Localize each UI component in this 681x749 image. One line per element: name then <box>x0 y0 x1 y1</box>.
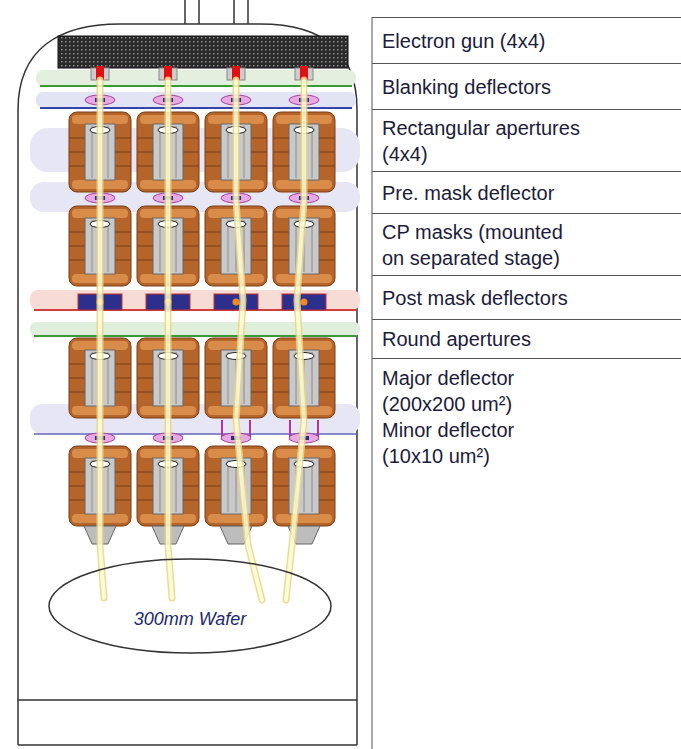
pipe-wall <box>233 0 235 24</box>
green-plate <box>30 322 360 336</box>
legend-row-box: Pre. mask deflector <box>372 171 681 213</box>
stage-base <box>18 699 357 701</box>
stage-base <box>18 744 357 746</box>
legend-row-box: Electron gun (4x4) <box>372 17 681 63</box>
part-label: Pre. mask deflector <box>382 180 662 206</box>
part-label: CP masks (mounted on separated stage) <box>382 219 582 271</box>
pipe-wall <box>184 0 186 24</box>
beam-outline <box>236 80 262 600</box>
part-label: Rectangular apertures (4x4) <box>382 115 602 167</box>
electron-gun-block <box>58 36 348 68</box>
beam-outline <box>286 80 304 600</box>
legend-row-box: Post mask deflectors <box>372 275 681 319</box>
wafer-ellipse: 300mm Wafer <box>48 558 332 654</box>
cp-mask <box>282 294 326 310</box>
part-label: Minor deflector (10x10 um²) <box>382 417 562 469</box>
legend-row-box: Round apertures <box>372 319 681 358</box>
part-label: Blanking deflectors <box>382 74 662 100</box>
blue-plate <box>36 92 356 108</box>
beam-outline <box>168 80 172 598</box>
wafer-shape <box>49 559 331 653</box>
electron-beams <box>100 80 304 600</box>
wafer-outline <box>48 558 332 654</box>
chamber-wall <box>18 24 357 745</box>
cp-mask <box>214 294 258 310</box>
pipe-wall <box>198 0 200 24</box>
plate-edge <box>34 335 356 337</box>
vacuum-chamber <box>18 0 357 745</box>
pipe-wall <box>247 0 249 24</box>
electron-beam <box>236 80 262 600</box>
beam-outline <box>100 80 104 598</box>
legend-row-box: Major deflector (200x200 um²)Minor defle… <box>372 358 681 474</box>
part-label: Electron gun (4x4) <box>382 28 662 54</box>
mask-stage-plate <box>30 290 360 310</box>
lens-coil <box>273 446 335 526</box>
part-label: Round apertures <box>382 326 662 352</box>
legend-row-box: Blanking deflectors <box>372 63 681 109</box>
electron-beam <box>100 80 104 598</box>
electron-beam <box>286 80 304 600</box>
part-label: Post mask deflectors <box>382 285 662 311</box>
wafer-label: 300mm Wafer <box>134 608 247 630</box>
lens-coil <box>205 446 267 526</box>
legend-row-box: Rectangular apertures (4x4) <box>372 109 681 171</box>
part-label: Major deflector (200x200 um²) <box>382 365 562 417</box>
electron-beam <box>168 80 172 598</box>
legend-row-box: CP masks (mounted on separated stage) <box>372 213 681 275</box>
